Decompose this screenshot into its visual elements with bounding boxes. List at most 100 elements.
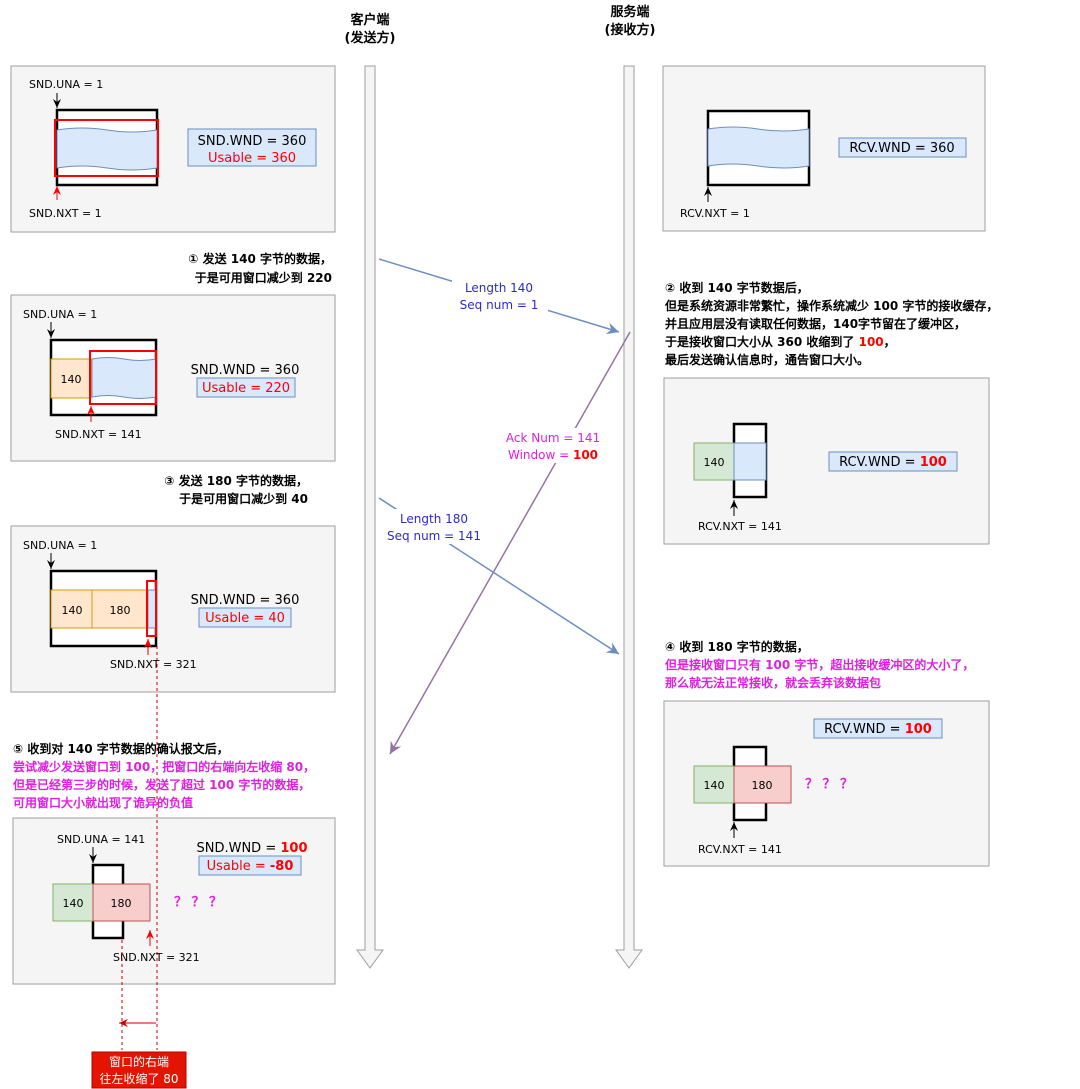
step-2-line-1: ② 收到 140 字节数据后，	[665, 280, 809, 295]
message-1-arrow: Length 140 Seq num = 1	[378, 258, 620, 335]
segment-180	[91, 589, 149, 629]
rcv-wnd-label: RCV.WND = 360	[849, 141, 954, 156]
segment-180-label: 180	[752, 779, 773, 792]
segment-140-label: 140	[63, 897, 84, 910]
message-2-line-1: Ack Num = 141	[506, 431, 600, 445]
snd-nxt-label: SND.NXT = 321	[113, 951, 200, 964]
message-2-arrow: Ack Num = 141 Window = 100	[389, 331, 631, 755]
receive-window-area	[707, 126, 810, 169]
step-3-text: ③ 发送 180 字节的数据， 于是可用窗口减少到 40	[164, 473, 308, 506]
snd-wnd-label: SND.WND = 360	[191, 363, 300, 378]
segment-180-label: 180	[111, 897, 132, 910]
step-2-line-3: 并且应用层没有读取任何数据，140字节留在了缓冲区，	[665, 316, 966, 331]
client-panel-2: SND.UNA = 1 140 SND.NXT = 141 SND.WND = …	[10, 294, 336, 462]
rcv-wnd-box	[813, 718, 943, 739]
rcv-nxt-label: RCV.NXT = 141	[698, 843, 782, 856]
shrink-indicator: 窗口的右端 往左收缩了 80	[91, 646, 187, 1089]
send-window-area	[147, 589, 157, 629]
step-5-line-2: 尝试减少发送窗口到 100，把窗口的右端向左收缩 80，	[13, 759, 315, 774]
usable-box	[198, 607, 292, 628]
server-panel-1: RCV.NXT = 1 RCV.WND = 360	[662, 65, 986, 232]
snd-una-label: SND.UNA = 141	[57, 833, 145, 846]
usable-window-outline	[54, 119, 159, 177]
step-4-line-3: 那么就无法正常接收，就会丢弃该数据包	[665, 675, 881, 690]
message-3-arrow: Length 180 Seq num = 141	[378, 497, 620, 655]
rcv-wnd-box	[838, 137, 967, 158]
server-subtitle: (接收方)	[605, 22, 656, 38]
usable-label: Usable = 360	[208, 151, 296, 166]
step-4-line-2: 但是接收窗口只有 100 字节，超出接收缓冲区的大小了，	[664, 657, 974, 672]
step-2-line-5: 最后发送确认信息时，通告窗口大小。	[665, 352, 869, 367]
receive-window-area	[733, 442, 767, 481]
message-3-line-1: Length 180	[400, 512, 468, 526]
client-panel-3: SND.UNA = 1 140 180 SND.NXT = 321 SND.WN…	[10, 525, 336, 693]
usable-box	[198, 855, 302, 876]
server-title: 服务端	[610, 4, 649, 20]
snd-wnd-label: SND.WND = 100	[196, 841, 307, 856]
step-1-text: ① 发送 140 字节的数据， 于是可用窗口减少到 220	[188, 251, 332, 285]
rcv-wnd-label: RCV.WND = 100	[839, 455, 947, 470]
snd-wnd-label: SND.WND = 360	[198, 134, 307, 149]
rcv-nxt-label: RCV.NXT = 141	[698, 520, 782, 533]
step-2-line-4: 于是接收窗口大小从 360 收缩到了 100，	[665, 334, 896, 349]
shrink-note-line-1: 窗口的右端	[109, 1054, 169, 1069]
step-5-line-3: 但是已经第三步的时候，发送了超过 100 字节的数据，	[12, 777, 310, 792]
step-3-line-2: 于是可用窗口减少到 40	[179, 491, 308, 506]
step-1-line-1: ① 发送 140 字节的数据，	[188, 251, 332, 266]
step-2-text: ② 收到 140 字节数据后， 但是系统资源非常繁忙，操作系统减少 100 字节…	[664, 280, 998, 367]
usable-window-outline	[89, 350, 157, 405]
client-title: 客户端	[350, 12, 389, 28]
segment-140-label: 140	[61, 373, 82, 386]
snd-una-label: SND.UNA = 1	[29, 78, 103, 91]
usable-label: Usable = 220	[202, 381, 290, 396]
segment-140	[50, 358, 92, 399]
snd-una-label: SND.UNA = 1	[23, 308, 97, 321]
client-timeline	[356, 65, 384, 969]
usable-label: Usable = -80	[207, 859, 294, 874]
segment-140-label: 140	[704, 779, 725, 792]
segment-140-label: 140	[62, 604, 83, 617]
server-timeline	[615, 65, 643, 969]
segment-140	[50, 589, 93, 629]
snd-nxt-label: SND.NXT = 321	[110, 658, 197, 671]
step-4-line-1: ④ 收到 180 字节的数据，	[665, 639, 809, 654]
send-window-area	[56, 127, 158, 171]
message-2-line-2: Window = 100	[508, 448, 598, 462]
step-5-line-4: 可用窗口大小就出现了诡异的负值	[13, 795, 193, 810]
step-3-line-1: ③ 发送 180 字节的数据，	[164, 473, 308, 488]
snd-wnd-label: SND.WND = 360	[191, 593, 300, 608]
segment-180-label: 180	[110, 604, 131, 617]
rcv-wnd-box	[828, 451, 958, 472]
rcv-wnd-label: RCV.WND = 100	[824, 722, 932, 737]
usable-label: Usable = 40	[205, 611, 285, 626]
step-5-text: ⑤ 收到对 140 字节数据的确认报文后， 尝试减少发送窗口到 100，把窗口的…	[12, 741, 315, 810]
segment-140	[693, 442, 735, 481]
client-panel-1: SND.UNA = 1 SND.NXT = 1 SND.WND = 360 Us…	[10, 65, 336, 233]
segment-180	[92, 883, 151, 922]
message-1-line-2: Seq num = 1	[460, 298, 539, 312]
client-header: 客户端 (发送方)	[345, 12, 396, 46]
snd-nxt-label: SND.NXT = 141	[55, 428, 142, 441]
shrink-note-box	[91, 1051, 187, 1089]
client-subtitle: (发送方)	[345, 30, 396, 46]
step-2-line-2: 但是系统资源非常繁忙，操作系统减少 100 字节的接收缓存，	[664, 298, 998, 313]
snd-nxt-label: SND.NXT = 1	[29, 207, 102, 220]
message-1-line-1: Length 140	[465, 281, 533, 295]
segment-180	[733, 765, 792, 804]
shrink-note-line-2: 往左收缩了 80	[99, 1071, 178, 1086]
question-marks: ？ ？ ？	[174, 895, 222, 910]
segment-140	[693, 765, 735, 804]
message-3-line-2: Seq num = 141	[387, 529, 481, 543]
step-1-line-2: 于是可用窗口减少到 220	[195, 270, 332, 285]
server-panel-2: 140 RCV.NXT = 141 RCV.WND = 100	[663, 377, 990, 545]
snd-una-label: SND.UNA = 1	[23, 539, 97, 552]
usable-box	[196, 377, 296, 398]
client-panel-4: SND.UNA = 141 140 180 ？ ？ ？ SND.NXT = 32…	[12, 817, 336, 985]
send-window-area	[91, 357, 157, 399]
server-panel-3: RCV.WND = 100 140 180 ？ ？ ？ RCV.NXT = 14…	[663, 700, 990, 867]
step-5-line-1: ⑤ 收到对 140 字节数据的确认报文后，	[13, 741, 229, 756]
segment-140-label: 140	[704, 456, 725, 469]
question-marks: ？ ？ ？	[805, 777, 853, 792]
step-4-text: ④ 收到 180 字节的数据， 但是接收窗口只有 100 字节，超出接收缓冲区的…	[664, 639, 974, 690]
